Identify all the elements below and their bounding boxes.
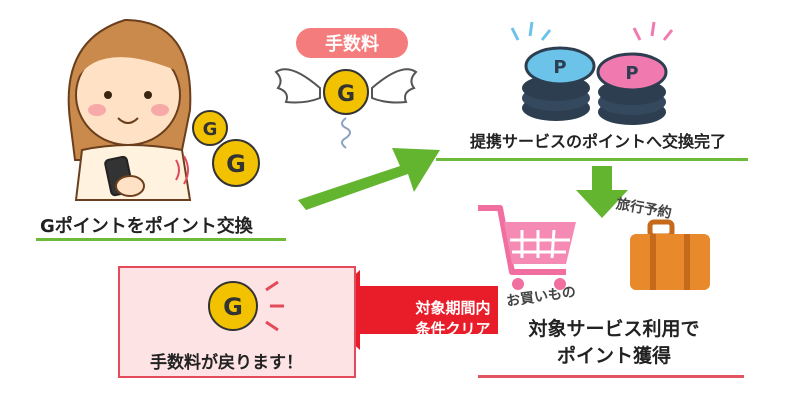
svg-text:G: G — [226, 150, 246, 178]
svg-text:P: P — [553, 57, 566, 78]
point-tokens-icon: P P — [510, 21, 674, 125]
step3-line2: ポイント獲得 — [556, 345, 671, 367]
condition-arrow-label: 対象期間内 条件クリア — [398, 298, 508, 340]
svg-text:P: P — [625, 63, 638, 84]
suitcase-icon — [630, 219, 710, 290]
winged-coin-icon: G — [274, 68, 418, 149]
arrow-right-icon — [298, 148, 440, 210]
step1-underline — [36, 238, 286, 241]
arrow-down-icon — [576, 166, 628, 218]
svg-text:G: G — [337, 82, 355, 107]
step2-label: 提携サービスのポイントへ交換完了 — [470, 132, 727, 151]
condition-line2: 条件クリア — [415, 320, 491, 338]
condition-line1: 対象期間内 — [415, 299, 491, 317]
shopping-cart-icon — [478, 205, 576, 290]
step3-line1: 対象サービス利用で — [528, 318, 700, 340]
step3-label: 対象サービス利用で ポイント獲得 — [498, 316, 730, 370]
coin-icon: G — [192, 110, 228, 146]
step3-underline — [478, 375, 744, 378]
arrow-left-icon — [316, 270, 498, 350]
svg-text:G: G — [203, 119, 218, 140]
coin-icon: G — [212, 139, 260, 187]
step2-underline — [436, 158, 748, 161]
svg-text:G: G — [223, 293, 243, 321]
step1-label: Gポイントをポイント交換 — [40, 216, 253, 237]
woman-icon — [67, 18, 192, 201]
refund-label: 手数料が戻ります！ — [150, 353, 303, 373]
fee-badge: 手数料 — [296, 28, 408, 58]
